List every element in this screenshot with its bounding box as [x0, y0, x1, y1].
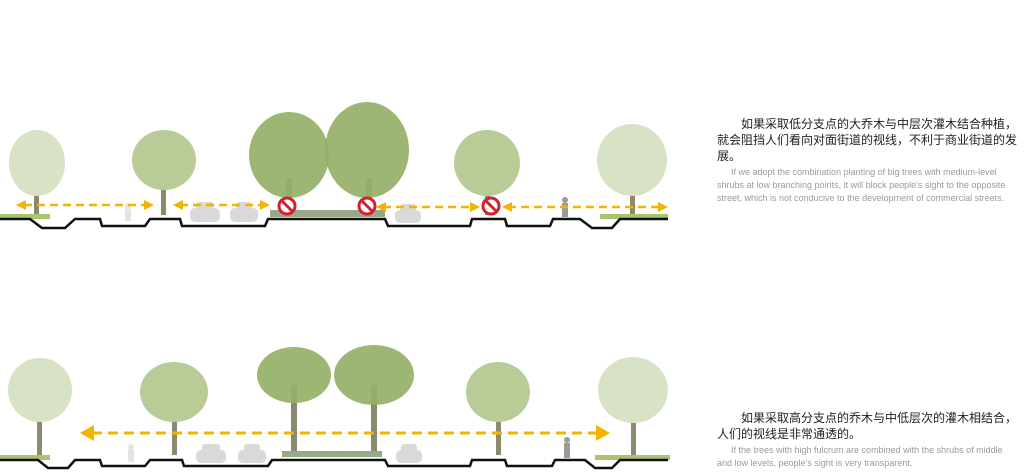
sight-line: [173, 200, 270, 210]
ground-profile: [0, 217, 668, 230]
street-section-diagram: [0, 102, 670, 470]
car-icon: [396, 444, 422, 463]
person-icon: [128, 444, 134, 462]
tree-dark-large: [325, 102, 409, 215]
sight-line: [80, 425, 610, 441]
caption-cn: 如果采取高分支点的乔木与中低层次的灌木相结合，人们的视线是非常通透的。: [717, 411, 1018, 441]
median-planter: [270, 210, 385, 217]
sight-line: [376, 202, 480, 212]
person-icon: [564, 437, 570, 458]
no-entry-icon: [277, 196, 297, 216]
no-entry-icon: [481, 196, 501, 216]
sight-line: [502, 202, 668, 212]
tree-faded: [597, 124, 667, 215]
grass-strip: [595, 455, 670, 460]
caption-high-branching: 如果采取高分支点的乔木与中低层次的灌木相结合，人们的视线是非常通透的。 If t…: [717, 410, 1017, 470]
section-low-branching: [0, 102, 668, 230]
grass-strip: [600, 214, 668, 219]
caption-en: If we adopt the combination planting of …: [717, 167, 1006, 203]
tree-dark-large: [249, 112, 329, 215]
car-icon: [196, 444, 226, 463]
tree-dark-high: [257, 347, 331, 453]
car-icon: [238, 444, 266, 463]
ground-profile: [0, 458, 668, 470]
caption-cn: 如果采取低分支点的大乔木与中层次灌木结合种植，就会阻挡人们看向对面街道的视线，不…: [717, 117, 1018, 163]
median-planter: [282, 451, 382, 457]
sight-line: [16, 200, 154, 210]
tree-faded: [598, 357, 668, 455]
grass-strip: [0, 214, 50, 219]
tree-faded: [9, 130, 65, 215]
tree-light: [454, 130, 520, 215]
tree-light: [140, 362, 208, 455]
tree-light: [466, 362, 530, 455]
caption-low-branching: 如果采取低分支点的大乔木与中层次灌木结合种植，就会阻挡人们看向对面街道的视线，不…: [717, 116, 1017, 205]
section-high-branching: [0, 345, 670, 470]
tree-faded: [8, 358, 72, 455]
tree-light: [132, 130, 196, 215]
tree-dark-high: [334, 345, 414, 453]
no-entry-icon: [357, 196, 377, 216]
person-icon: [562, 197, 568, 217]
caption-en: If the trees with high fulcrum are combi…: [717, 445, 1003, 468]
grass-strip: [0, 455, 50, 460]
